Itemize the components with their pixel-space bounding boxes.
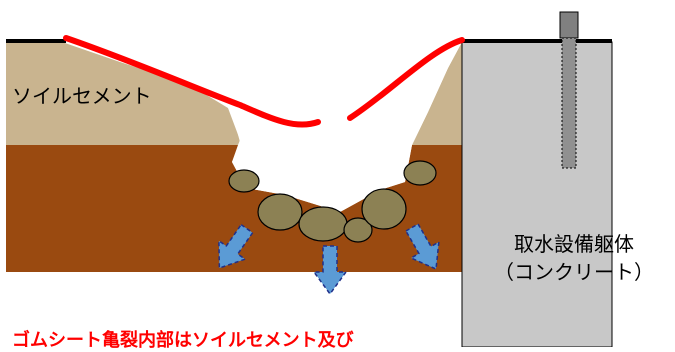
note-text: ゴムシート亀裂内部はソイルセメント及び bbox=[12, 330, 354, 351]
stone-icon bbox=[257, 193, 303, 231]
structure-label-line1: 取水設備躯体 bbox=[514, 232, 634, 256]
stone-icon bbox=[298, 206, 348, 242]
rubber-sheet-left bbox=[63, 35, 321, 128]
stone-icon bbox=[403, 160, 437, 186]
rubber-sheet-right bbox=[347, 37, 465, 121]
down-arrow-icon bbox=[313, 245, 347, 295]
stone-icon bbox=[228, 169, 260, 193]
structure-label-line2: （コンクリート） bbox=[494, 260, 654, 284]
soil-cement-left bbox=[6, 42, 240, 145]
stone-icon bbox=[343, 217, 373, 243]
concrete-structure bbox=[461, 41, 613, 348]
stones bbox=[228, 160, 437, 243]
stone-icon bbox=[361, 188, 407, 230]
soil-cement-right bbox=[412, 42, 462, 145]
anchor-bolt-head bbox=[559, 11, 579, 39]
ground-layer bbox=[6, 145, 462, 272]
soil-cement-label: ソイルセメント bbox=[12, 84, 152, 108]
structure-label: 取水設備躯体 （コンクリート） bbox=[474, 230, 674, 286]
down-arrow-icon bbox=[405, 223, 440, 270]
down-arrow-icon bbox=[218, 223, 254, 269]
anchor-bolt-shaft bbox=[561, 37, 577, 169]
